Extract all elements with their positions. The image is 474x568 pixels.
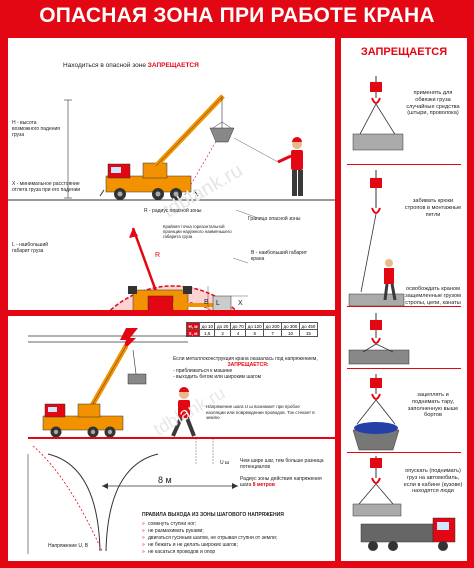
poster-title: ОПАСНАЯ ЗОНА ПРИ РАБОТЕ КРАНА	[39, 4, 435, 27]
list-item: не бежать и не делать широких шагов;	[142, 542, 277, 549]
letter-l: L	[216, 300, 220, 307]
divider	[347, 452, 461, 453]
radius-note: Радиус зоны действия напряжения шага 8 м…	[240, 476, 322, 488]
hook-wire-icon	[352, 76, 404, 151]
prohibitions-header: ЗАПРЕЩАЕТСЯ	[360, 46, 448, 58]
load-size-label: L - наибольший габарит груза	[12, 242, 49, 254]
hook-truck-icon	[352, 456, 456, 551]
divider	[347, 368, 461, 369]
list-item: сомкнуть ступни ног;	[142, 521, 277, 528]
divider	[347, 164, 461, 165]
voltage-axis-label: Напряжение U, В	[48, 543, 89, 549]
table-row: X, м 1,5 2 4 5 7 10 15	[185, 329, 318, 337]
hook-overfilled-tub-icon	[352, 374, 400, 451]
divider	[347, 306, 461, 307]
banner-accent: ЗАПРЕЩАЕТСЯ	[147, 62, 199, 69]
exit-rules-list: сомкнуть ступни ног; не размахивать рука…	[142, 521, 277, 556]
distance-label: 8 м	[158, 475, 172, 485]
crane-truck-top	[99, 94, 235, 200]
height-offset-table: H, м до 10 до 20 до 70 до 120 до 200 до …	[185, 322, 318, 337]
letter-r: R	[155, 252, 161, 259]
hook-pinched-sling-icon	[348, 313, 410, 365]
radius-value: 8 метров	[252, 482, 275, 488]
step-voltage-panel: H, м до 10 до 20 до 70 до 120 до 200 до …	[8, 316, 335, 561]
prohibitions-panel: ЗАПРЕЩАЕТСЯ	[341, 38, 467, 561]
list-item: не размахивать руками;	[142, 528, 277, 535]
prohibition-item-4: зацеплять и поднимать тару, заполненную …	[407, 392, 459, 419]
exit-rules-title: ПРАВИЛА ВЫХОДА ИЗ ЗОНЫ ШАГОВОГО НАПРЯЖЕН…	[142, 512, 284, 518]
table-row: H, м до 10 до 20 до 70 до 120 до 200 до …	[185, 322, 318, 330]
step-note: Напряжение шага U ш возникает при пробое…	[206, 404, 315, 420]
step-voltage-scene: tdblank.ru	[27, 328, 335, 554]
boundary-label: Граница опасной зоны	[248, 216, 301, 222]
hook-slab-icon	[348, 170, 405, 307]
prohibition-item-1: применять для обвязки груза случайные ср…	[406, 90, 460, 117]
prohibitions-illustrations	[348, 76, 456, 551]
prohibition-item-2: забивать крюки стропов в монтажные петли	[404, 198, 462, 218]
trajectory-label: Крайняя точка горизонтальной проекции на…	[163, 224, 232, 239]
danger-zone-scene: tdblank.ru	[8, 94, 335, 310]
height-label: H - высота возможного падения груза	[12, 120, 60, 138]
prohibition-item-3: освобождать краном защемленные грузом ст…	[405, 286, 461, 306]
voltage-accent: ЗАПРЕЩАЕТСЯ:	[227, 362, 269, 368]
banner-text: Находиться в опасной зоне ЗАПРЕЩАЕТСЯ	[63, 62, 199, 69]
radius-label: R - радиус опасной зоны	[144, 208, 202, 214]
worker-walking	[171, 387, 196, 437]
list-item: двигаться гусиным шагом, не отрывая ступ…	[142, 535, 277, 542]
crane-truck-bottom	[42, 344, 147, 438]
danger-zone-panel: Находиться в опасной зоне ЗАПРЕЩАЕТСЯ	[8, 38, 335, 310]
offset-label: X - минимальное расстояние отлета груза …	[12, 181, 81, 193]
crane-top-view	[128, 286, 248, 310]
voltage-note: Если металлоконструкция крана оказалась …	[173, 356, 323, 380]
u-label: U ш	[220, 460, 230, 466]
letter-b: B	[204, 299, 209, 306]
prohibition-item-5: опускать (поднимать) груз на автомобиль,…	[403, 468, 463, 495]
crane-size-label: B - наибольший габарит крана	[251, 250, 308, 262]
width-note: Чем шире шаг, тем больше разница потенци…	[240, 458, 324, 470]
letter-x: X	[238, 300, 243, 307]
worker-top	[233, 137, 303, 196]
list-item: не касаться проводов и опор	[142, 549, 277, 556]
